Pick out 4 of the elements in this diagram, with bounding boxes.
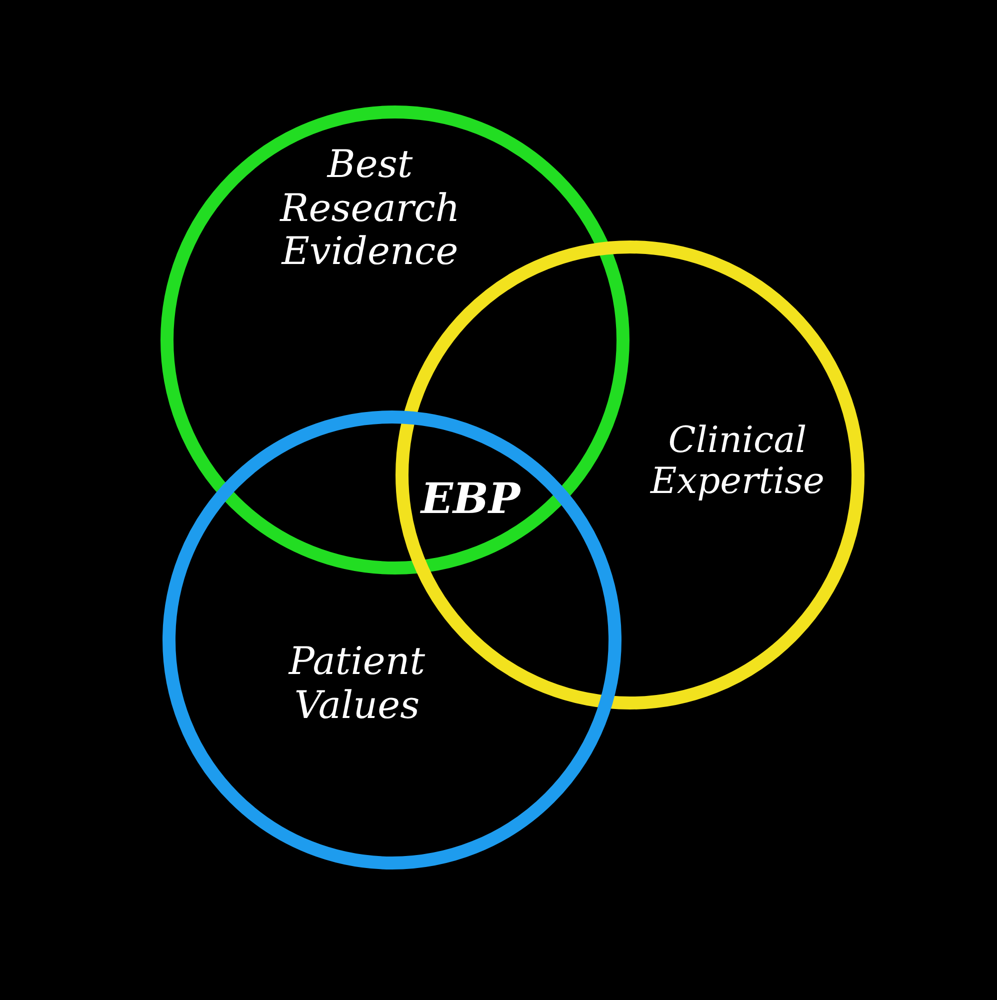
center-label: EBP (421, 474, 520, 523)
circle-label: Best Research Evidence (278, 143, 461, 274)
circle-label: Clinical Expertise (649, 420, 826, 503)
circle-label: Patient Values (287, 640, 426, 728)
